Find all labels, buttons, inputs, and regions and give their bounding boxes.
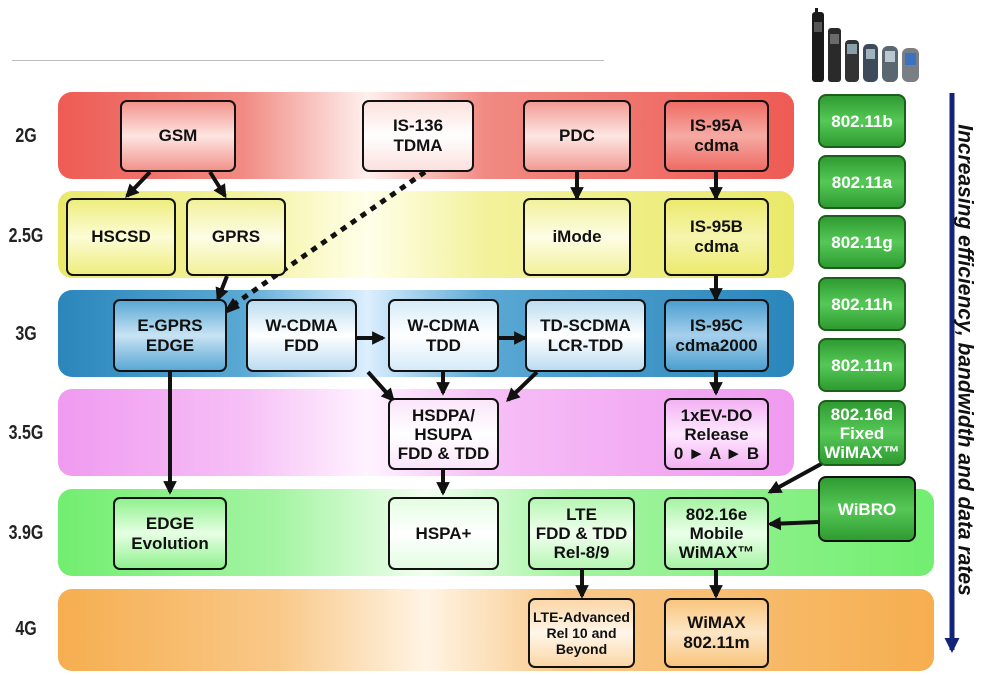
tech-wcdma-fdd: W-CDMA FDD	[246, 299, 357, 372]
tech-hspa-plus: HSPA+	[388, 497, 499, 570]
tech-802-16e-mobile-wimax: 802.16e Mobile WiMAX™	[664, 497, 769, 570]
tech-is95c-cdma2000: IS-95C cdma2000	[664, 299, 769, 372]
tech-wimax-802-11m: WiMAX 802.11m	[664, 598, 769, 668]
tech-tdscdma-lcrtdd: TD-SCDMA LCR-TDD	[525, 299, 646, 372]
tech-hsdpa-hsupa: HSDPA/ HSUPA FDD & TDD	[388, 398, 499, 470]
tech-is95b-cdma: IS-95B cdma	[664, 198, 769, 276]
tech-1xevdo: 1xEV-DO Release 0 ► A ► B	[664, 398, 769, 470]
wifi-802-11h: 802.11h	[818, 277, 906, 331]
wifi-802-11n: 802.11n	[818, 338, 906, 392]
tech-is95a-cdma: IS-95A cdma	[664, 100, 769, 172]
wifi-802-11a: 802.11a	[818, 155, 906, 209]
wifi-802-16d-fixed-wimax: 802.16d Fixed WiMAX™	[818, 400, 906, 466]
mobile-phones-icon	[808, 6, 928, 86]
tech-lte-advanced: LTE-Advanced Rel 10 and Beyond	[528, 598, 635, 668]
tech-gprs: GPRS	[186, 198, 286, 276]
tech-imode: iMode	[523, 198, 631, 276]
tech-hscsd: HSCSD	[66, 198, 176, 276]
tech-is136-tdma: IS-136 TDMA	[362, 100, 474, 172]
tech-wcdma-tdd: W-CDMA TDD	[388, 299, 499, 372]
tech-edge-evolution: EDGE Evolution	[113, 497, 227, 570]
tech-pdc: PDC	[523, 100, 631, 172]
tech-gsm: GSM	[120, 100, 236, 172]
efficiency-caption-text: Increasing efficiency, bandwidth and dat…	[953, 124, 977, 595]
wifi-802-11g: 802.11g	[818, 215, 906, 269]
tech-egprs-edge: E-GPRS EDGE	[113, 299, 227, 372]
wifi-802-11b: 802.11b	[818, 94, 906, 148]
tech-lte: LTE FDD & TDD Rel-8/9	[528, 497, 635, 570]
efficiency-caption: Increasing efficiency, bandwidth and dat…	[952, 90, 978, 630]
wibro-box: WiBRO	[818, 476, 916, 542]
